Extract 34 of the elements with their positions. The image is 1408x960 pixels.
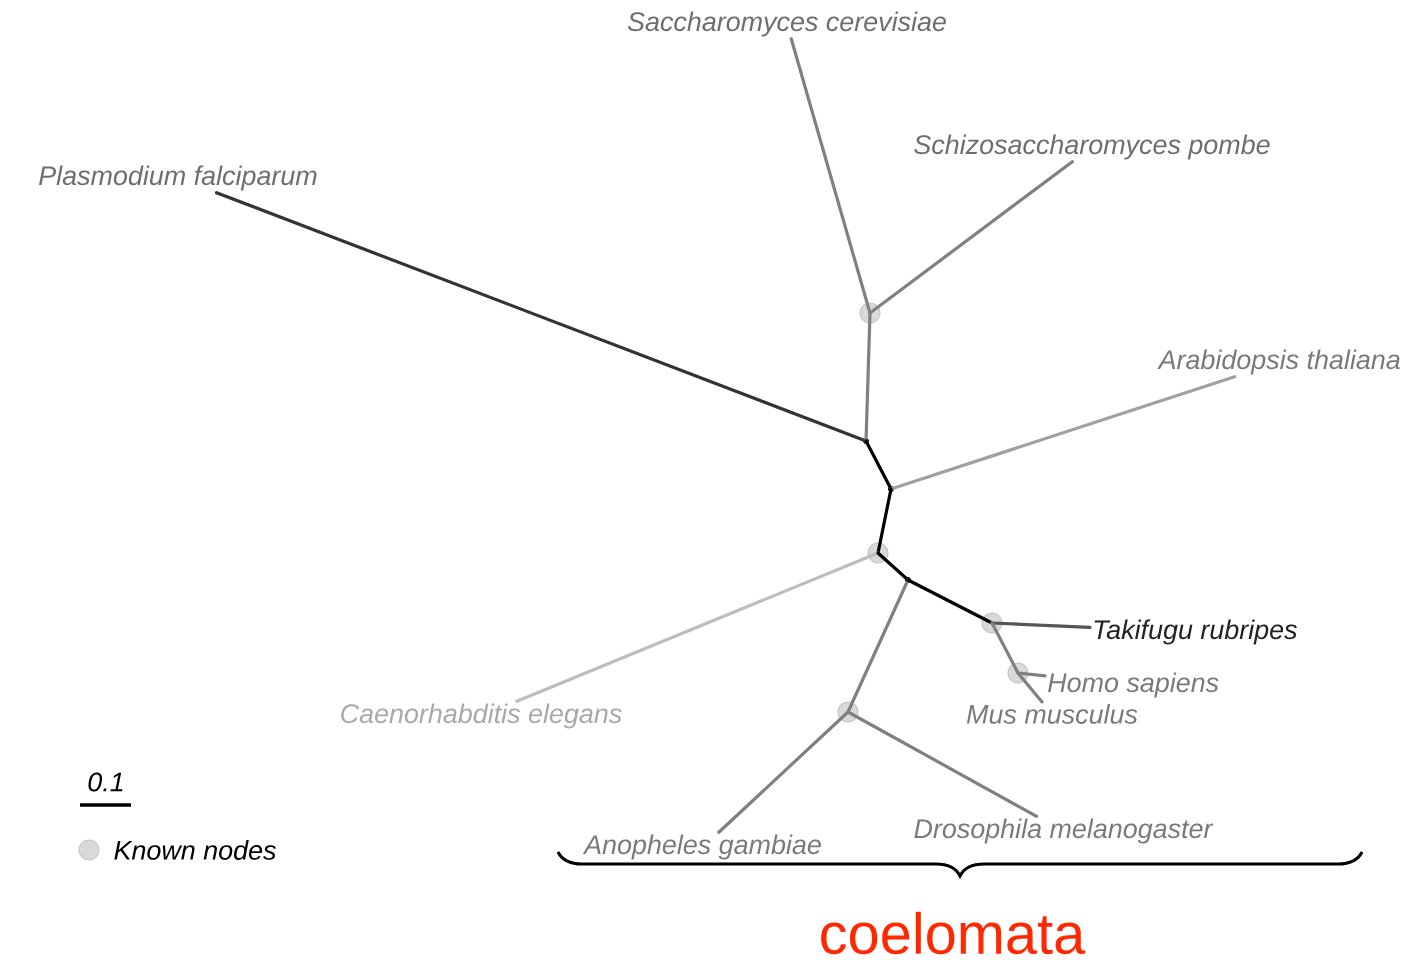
scale-value: 0.1 — [88, 772, 123, 792]
legend-label: Known nodes — [114, 840, 276, 860]
tree-branch — [990, 621, 1092, 629]
known-node-marker — [859, 302, 881, 324]
taxon-label: Homo sapiens — [1048, 672, 1219, 698]
known-node-marker — [837, 701, 859, 723]
tree-branch — [876, 487, 893, 555]
taxon-label: Caenorhabditis elegans — [341, 703, 622, 729]
taxon-label: Takifugu rubripes — [1094, 619, 1297, 645]
known-node-marker — [1007, 662, 1029, 684]
known-node-marker — [981, 612, 1003, 634]
group-label: coelomata — [821, 911, 1086, 955]
taxon-label: Saccharomyces cerevisiae — [627, 11, 946, 37]
taxon-label: Arabidopsis thaliana — [1157, 349, 1400, 375]
tree-branch — [515, 551, 880, 703]
taxon-label: Schizosaccharomyces pombe — [914, 134, 1270, 160]
taxon-label: Anopheles gambiae — [582, 834, 821, 860]
tree-branch — [876, 551, 910, 582]
tree-branch — [864, 311, 872, 443]
tree-branch — [906, 578, 994, 625]
tree-branch — [868, 160, 1074, 315]
tree-branch — [846, 578, 910, 714]
taxon-label: Plasmodium falciparum — [39, 165, 317, 191]
taxon-label: Mus musculus — [966, 704, 1138, 724]
tree-branch — [846, 710, 1038, 818]
tree-branch — [214, 191, 868, 443]
taxon-label: Drosophila melanogaster — [914, 818, 1214, 844]
tree-branch — [789, 37, 872, 315]
known-node-marker — [867, 542, 889, 564]
tree-branch — [864, 439, 893, 491]
tree-branch — [990, 621, 1020, 675]
tree-branch — [1016, 671, 1044, 704]
tree-branch — [717, 710, 850, 834]
tree-branch — [889, 375, 1237, 491]
